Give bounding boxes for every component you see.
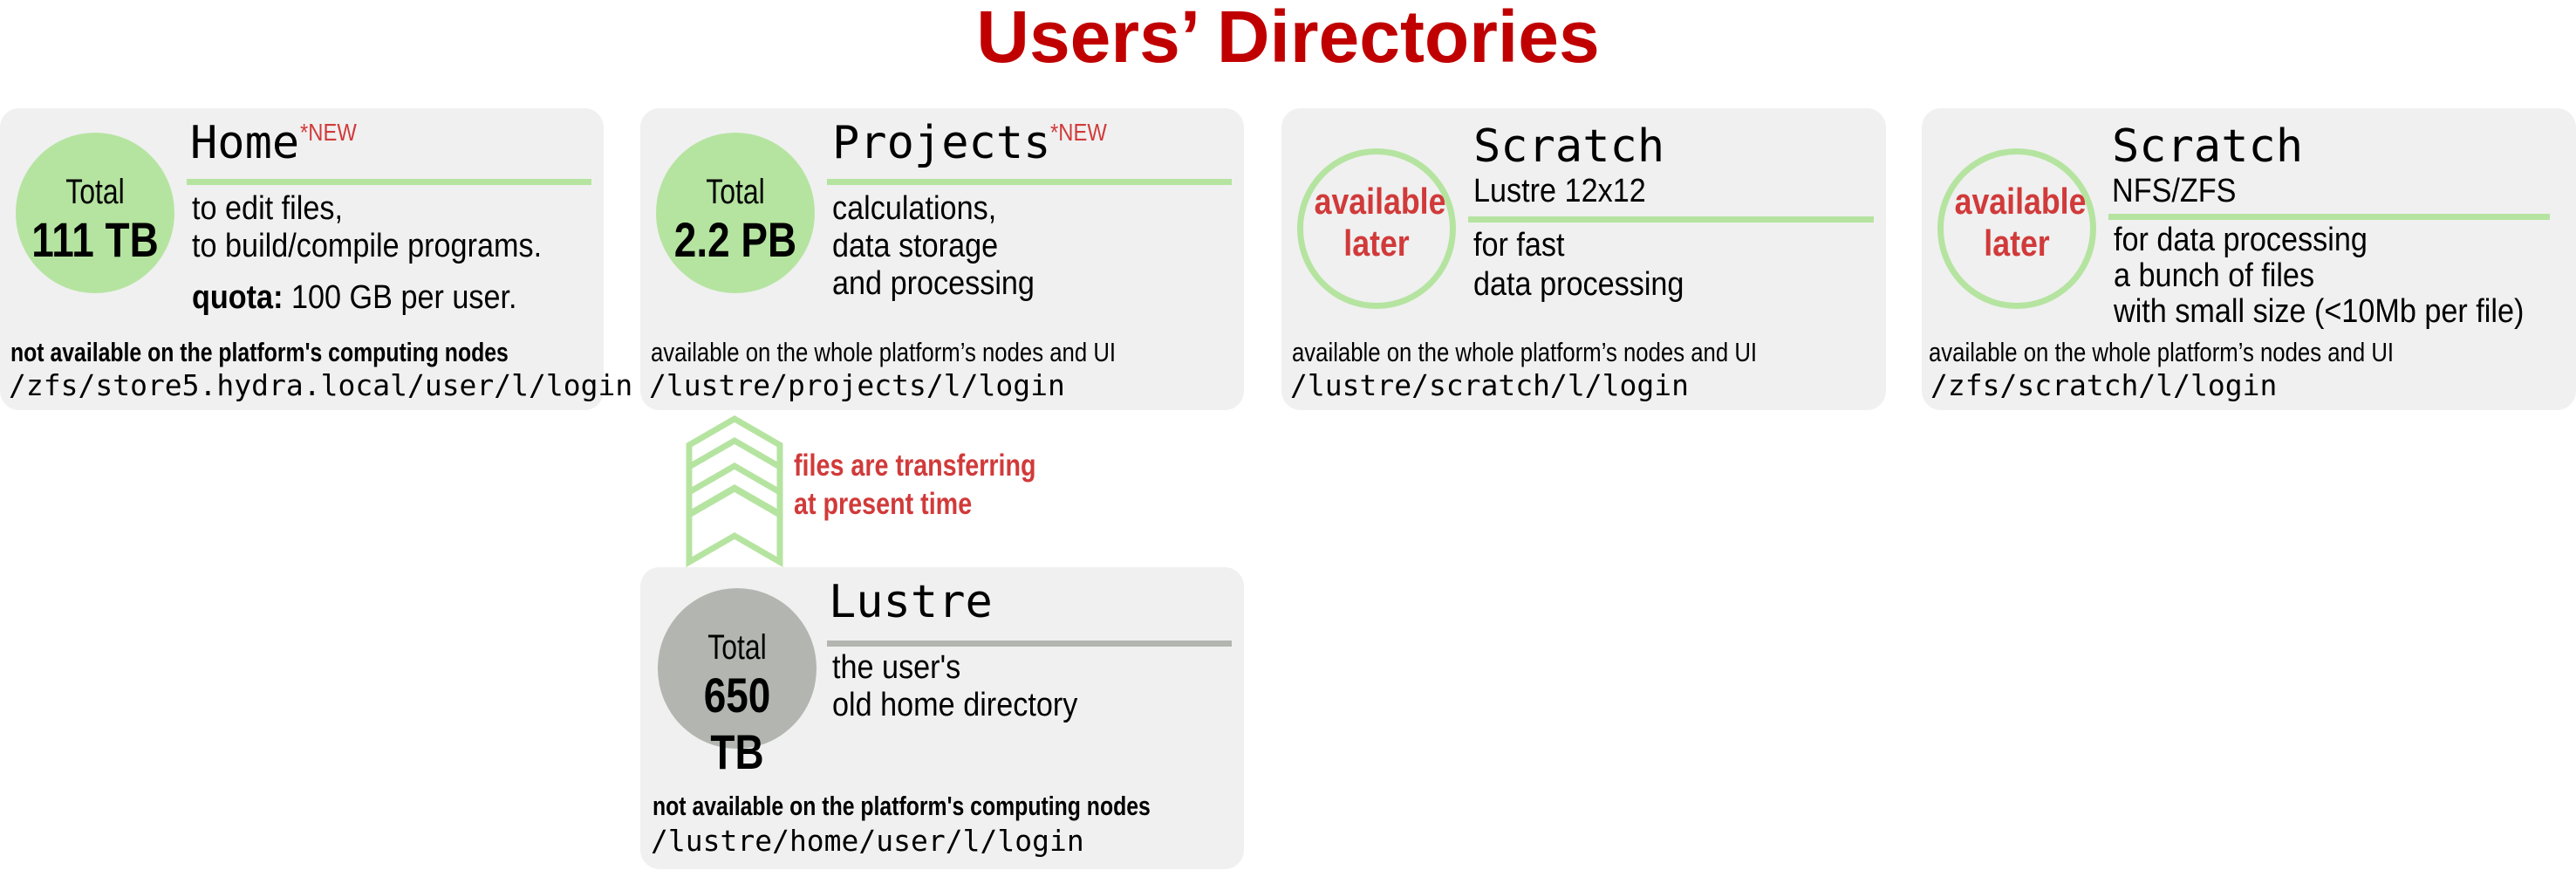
- page-title: Users’ Directories: [976, 0, 1600, 78]
- total-label: Total: [706, 173, 765, 211]
- chevron-up-icon: [686, 436, 783, 520]
- divider: [1468, 216, 1874, 223]
- description-line: the user's: [832, 649, 961, 686]
- directory-name: Scratch: [1473, 120, 1665, 173]
- transfer-status: at present time: [794, 487, 973, 521]
- description-line: data storage: [832, 228, 999, 264]
- status-circle: available later: [1297, 148, 1456, 309]
- availability-note: available on the whole platform’s nodes …: [651, 337, 1117, 367]
- availability-note: not available on the platform's computin…: [653, 791, 1151, 821]
- panel-scratch-lustre: available later Scratch Lustre 12x12 for…: [1281, 108, 1886, 410]
- status-text: later: [1984, 223, 2050, 264]
- status-text: available: [1314, 181, 1446, 222]
- directory-name: Home: [190, 117, 300, 169]
- description-line: data processing: [1473, 266, 1684, 303]
- directory-name: Lustre: [829, 576, 993, 628]
- description-line: calculations,: [832, 190, 997, 227]
- new-badge: *NEW: [1050, 119, 1107, 146]
- description-line: for data processing: [2114, 222, 2368, 258]
- chevron-up-icon: [686, 484, 783, 567]
- description-line: to build/compile programs.: [192, 228, 543, 264]
- capacity-circle: Total 111 TB: [16, 133, 174, 293]
- description-line: for fast: [1473, 227, 1565, 264]
- directory-path[interactable]: /lustre/home/user/l/login: [651, 824, 1084, 858]
- quota: quota: 100 GB per user.: [192, 279, 517, 316]
- directory-name: Scratch: [2112, 120, 2304, 173]
- description-line: and processing: [832, 265, 1035, 302]
- panel-home: Total 111 TB Home *NEW to edit files, to…: [0, 108, 632, 410]
- availability-note: available on the whole platform’s nodes …: [1292, 337, 1758, 367]
- directory-path[interactable]: /zfs/scratch/l/login: [1930, 368, 2278, 402]
- availability-note: not available on the platform's computin…: [10, 337, 509, 367]
- panel-projects: Total 2.2 PB Projects *NEW calculations,…: [640, 108, 1244, 410]
- divider: [827, 179, 1232, 185]
- panel-scratch-nfs: available later Scratch NFS/ZFS for data…: [1922, 108, 2576, 410]
- panel-lustre: Total 650 TB Lustre the user's old home …: [640, 567, 1244, 869]
- description-line: to edit files,: [192, 190, 343, 227]
- status-circle: available later: [1937, 148, 2096, 309]
- description-line: with small size (<10Mb per file): [2114, 293, 2525, 330]
- status-text: available: [1954, 181, 2087, 222]
- description-line: a bunch of files: [2114, 257, 2315, 294]
- directory-path[interactable]: /lustre/scratch/l/login: [1290, 368, 1689, 402]
- total-value: 650 TB: [703, 668, 771, 779]
- status-text: later: [1343, 223, 1410, 264]
- description-line: old home directory: [832, 687, 1078, 723]
- filesystem-type: Lustre 12x12: [1473, 173, 1646, 209]
- divider: [187, 179, 591, 185]
- new-badge: *NEW: [300, 119, 357, 146]
- chevron-up-arrows-icon: [686, 415, 783, 567]
- total-value: 2.2 PB: [673, 212, 797, 267]
- filesystem-type: NFS/ZFS: [2112, 173, 2237, 209]
- divider: [827, 641, 1232, 647]
- capacity-circle: Total 2.2 PB: [656, 133, 815, 293]
- directory-path[interactable]: /zfs/store5.hydra.local/user/l/login: [9, 368, 633, 402]
- directory-path[interactable]: /lustre/projects/l/login: [649, 368, 1065, 402]
- total-label: Total: [65, 173, 125, 211]
- transfer-status: files are transferring: [794, 449, 1036, 483]
- total-value: 111 TB: [31, 212, 159, 267]
- total-label: Total: [707, 628, 767, 667]
- directory-name: Projects: [832, 117, 1051, 169]
- divider: [2108, 214, 2550, 220]
- availability-note: available on the whole platform’s nodes …: [1929, 337, 2395, 367]
- capacity-circle: Total 650 TB: [658, 588, 817, 779]
